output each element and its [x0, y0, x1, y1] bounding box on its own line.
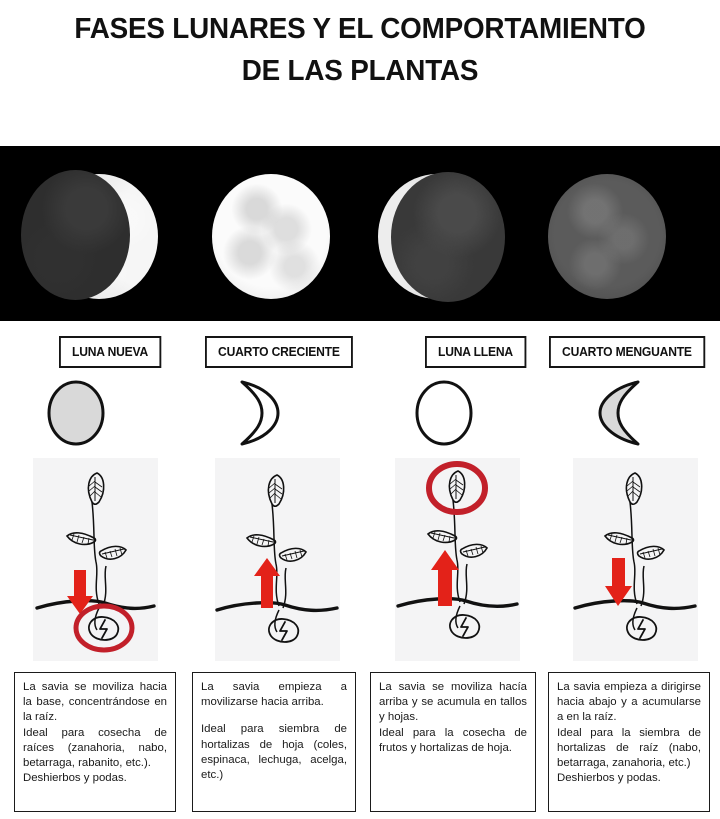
description-box-luna-nueva: La savia se moviliza hacia la base, conc… [14, 672, 176, 812]
description-paragraph: La savia empieza a movilizarse hacia arr… [201, 681, 347, 709]
description-paragraph: La savia se moviliza hacia la base, conc… [23, 681, 167, 724]
gray-crescent-right-moon-icon [598, 380, 640, 446]
plant-drawing [35, 472, 156, 641]
description-paragraph: La savia se moviliza hacía arriba y se a… [379, 681, 527, 724]
phase-label-luna-llena[interactable]: LUNA LLENA [424, 336, 526, 368]
plant-drawing [396, 470, 519, 639]
title-line-1: FASES LUNARES Y EL COMPORTAMIENTO [74, 13, 646, 45]
filled-gray-circle-moon-icon [47, 380, 105, 446]
thin-crescent-moon-photo [378, 171, 506, 302]
phase-label-row: LUNA NUEVA CUARTO CRECIENTE LUNA LLENA [0, 336, 720, 458]
dark-moon-photo [548, 174, 666, 299]
phase-label-cuarto-creciente[interactable]: CUARTO CRECIENTE [204, 336, 353, 368]
white-crescent-right-moon-icon [240, 380, 280, 446]
plant-panel-cuarto-creciente [215, 458, 340, 661]
sap-flow-arrow-up-long [431, 550, 459, 606]
plant-panel-cuarto-menguante [573, 458, 698, 661]
page-title: FASES LUNARES Y EL COMPORTAMIENTO DE LAS… [14, 8, 705, 92]
description-box-cuarto-creciente: La savia empieza a movilizarse hacia arr… [192, 672, 356, 812]
description-paragraph: Deshierbos y podas. [557, 772, 661, 785]
plant-drawing [215, 474, 339, 643]
full-bright-moon-photo [212, 174, 330, 299]
title-line-2: DE LAS PLANTAS [241, 55, 479, 87]
phase-column-cuarto-menguante: CUARTO MENGUANTE [540, 336, 720, 450]
description-paragraph: Ideal para siembra de hortalizas de hoja… [201, 723, 347, 782]
plant-panel-luna-llena [395, 458, 520, 661]
description-box-luna-llena: La savia se moviliza hacía arriba y se a… [370, 672, 536, 812]
description-row: La savia se moviliza hacia la base, conc… [0, 672, 720, 814]
moon-photo-strip [0, 146, 720, 321]
plant-drawing [573, 472, 697, 641]
description-box-cuarto-menguante: La savia empieza a dirigirse hacia abajo… [548, 672, 710, 812]
description-paragraph: La savia empieza a dirigirse hacia abajo… [557, 681, 701, 724]
description-paragraph: Ideal para la cosecha de frutos y hortal… [379, 726, 527, 754]
waxing-crescent-photo [21, 170, 158, 301]
phase-column-luna-nueva: LUNA NUEVA [14, 336, 192, 450]
plant-diagram-row [0, 458, 720, 663]
description-paragraph: Ideal para cosecha de raíces (zanahoria,… [23, 726, 167, 770]
plant-panel-luna-nueva [33, 458, 158, 661]
white-outline-circle-moon-icon [415, 380, 473, 446]
phase-label-cuarto-menguante[interactable]: CUARTO MENGUANTE [549, 336, 706, 368]
top-leaf-highlight-ring [426, 461, 488, 515]
sap-flow-arrow-down [67, 570, 93, 614]
description-paragraph: Deshierbos y podas. [23, 772, 127, 785]
sap-flow-arrow-up-short [254, 558, 280, 608]
phase-column-luna-llena: LUNA LLENA [378, 336, 556, 450]
sap-flow-arrow-down [605, 558, 632, 606]
description-paragraph: Ideal para la siembra de hortalizas de r… [557, 726, 701, 770]
root-highlight-ring [73, 603, 135, 653]
phase-column-cuarto-creciente: CUARTO CRECIENTE [186, 336, 376, 450]
phase-label-luna-nueva[interactable]: LUNA NUEVA [59, 336, 162, 368]
